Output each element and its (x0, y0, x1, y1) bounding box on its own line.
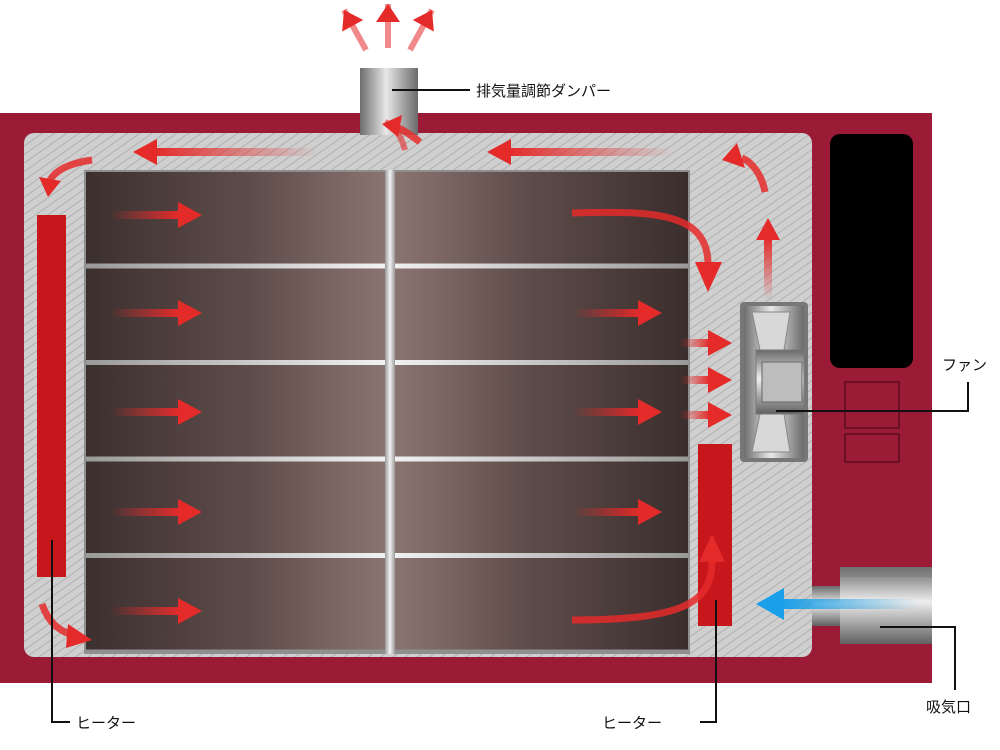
arrow-exhaust-3 (407, 8, 435, 52)
arrow-fan-inlet-2 (680, 367, 732, 393)
airflow-arrows (38, 4, 918, 648)
arrow-curve-bottom-right (571, 534, 725, 624)
control-button-upper (844, 381, 900, 429)
arrow-curve-damper (382, 115, 423, 145)
control-display (830, 134, 913, 368)
heater-left (37, 215, 66, 577)
arrow-curve-top-left (39, 156, 93, 197)
tray-r4-c1 (86, 461, 385, 553)
tray-r1-c2 (395, 172, 688, 264)
arrow-right-row-3 (572, 399, 662, 425)
arrow-curve-top-right (571, 208, 722, 292)
arrow-curve-bottom-left (38, 602, 92, 648)
arrow-intake-cold (756, 588, 918, 620)
heater-left-label: ヒーター (76, 714, 137, 732)
tray-r5-c1 (86, 558, 385, 650)
arrow-curve-fan-up (722, 143, 769, 193)
arrow-exhaust-2 (376, 4, 400, 48)
leader-lines (51, 89, 969, 723)
arrow-top-right (487, 139, 672, 165)
arrow-left-row-3 (110, 399, 202, 425)
arrow-left-row-1 (110, 202, 202, 228)
heater-right-label: ヒーター (602, 714, 663, 732)
arrow-fan-inlet-1 (680, 330, 732, 356)
arrow-top-left (133, 139, 318, 165)
arrow-left-row-4 (110, 499, 202, 525)
arrow-left-row-5 (110, 598, 202, 624)
arrow-fan-inlet-3 (680, 402, 732, 428)
fan (740, 302, 808, 462)
control-button-lower (844, 433, 900, 463)
damper-label: 排気量調節ダンパー (476, 82, 612, 100)
heater-right (698, 444, 732, 626)
intake-label: 吸気口 (926, 698, 972, 716)
arrow-right-row-2 (572, 300, 662, 326)
arrow-fan-outlet (756, 218, 780, 300)
tray-r5-c2 (395, 558, 688, 650)
arrow-exhaust-1 (341, 8, 369, 52)
fan-label: ファン (942, 356, 988, 374)
arrow-left-row-2 (110, 300, 202, 326)
arrow-right-row-4 (572, 499, 662, 525)
center-divider (385, 170, 395, 654)
